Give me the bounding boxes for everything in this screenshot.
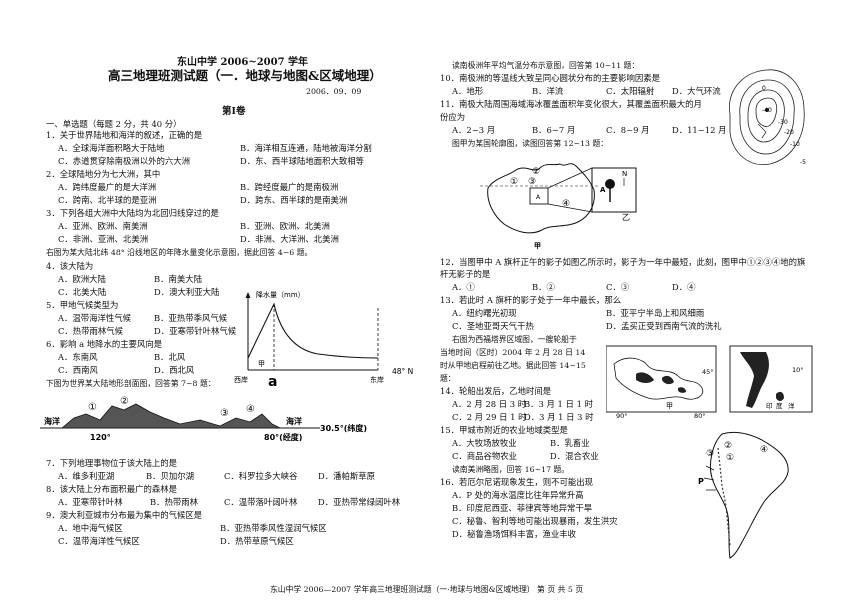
- isotherm-40: -40: [762, 107, 772, 114]
- map-yin: 印: [766, 402, 773, 410]
- date-line-maps: 45° 90° 80° 甲 10° 印 度 洋: [606, 345, 813, 420]
- map-deg-10: 10°: [792, 366, 804, 374]
- intro-16-17: 读南美洲略图，回答 16~17 题。: [452, 465, 570, 474]
- isotherm-0: 0: [762, 85, 766, 92]
- map-lon-90: 90°: [616, 412, 628, 420]
- intro-7-8: 下图为世界某大陆地形剖面图，回答第 7~8 题：: [46, 379, 216, 388]
- south-america-map: P ③ ① ④ ②: [698, 431, 789, 559]
- isotherm-30: -30: [778, 119, 788, 126]
- figure-yi-label: 乙: [622, 213, 630, 222]
- precip-lat-label: 48° N: [392, 367, 413, 376]
- isotherm-5: -5: [800, 159, 806, 166]
- precip-jia-label: 甲: [258, 360, 265, 368]
- precip-ylabel: 降水量（mm）: [256, 290, 305, 299]
- aus-marker-3: ③: [528, 177, 536, 187]
- part-title: 一、单选题（每题 2 分，共 40 分）: [46, 119, 182, 129]
- precip-west-label: 西岸: [234, 376, 248, 384]
- sa-marker-1: ①: [726, 453, 734, 463]
- map-yang: 洋: [788, 401, 795, 410]
- map-du: 度: [776, 401, 783, 410]
- map-deg-45: 45°: [702, 368, 714, 376]
- precip-a-label: a: [268, 374, 277, 390]
- australia-figure: A N 乙 甲 A ① ② ③ ④: [480, 163, 637, 250]
- school-header: 东山中学 2006~2007 学年: [177, 57, 309, 68]
- aus-marker-1: ①: [510, 177, 518, 187]
- australia-a-label: A: [536, 194, 541, 201]
- exam-date: 2006．09．09: [306, 87, 362, 96]
- profile-sea-right: 海洋: [286, 416, 302, 426]
- figure-jia-label: 甲: [534, 242, 541, 250]
- profile-marker-2: ②: [120, 396, 129, 407]
- aus-marker-4: ④: [562, 199, 570, 209]
- section-title: 第Ⅰ卷: [222, 106, 246, 117]
- profile-lon-120: 120°: [90, 433, 111, 442]
- aus-marker-2: ②: [532, 167, 540, 177]
- north-arrow: N: [622, 170, 627, 178]
- precipitation-figure: 降水量（mm） 甲 a 西岸 东岸 48° N: [234, 290, 413, 390]
- sa-marker-3: ③: [706, 449, 714, 459]
- flagpole-a-label: A: [600, 186, 606, 194]
- isotherm-10: -10: [790, 141, 800, 148]
- profile-marker-1: ①: [88, 402, 97, 413]
- page-title: 高三地理班测试题（一．地球与地图&区域地理）: [108, 68, 382, 83]
- terrain-profile-figure: 海洋 海洋 30.5°(纬度) 120° 80°(经度) ① ② ③ ④: [40, 396, 367, 442]
- antarctica-isotherm-map: -40 -30 -20 -10 -5 0: [728, 69, 806, 166]
- map-lon-80: 80°: [694, 412, 706, 420]
- precip-east-label: 东岸: [370, 375, 384, 384]
- profile-lon-80: 80°(经度): [264, 432, 302, 442]
- map-jia-label: 甲: [666, 402, 673, 410]
- page-footer: 东山中学 2006—2007 学年高三地理班测试题（一·地球与地图&区域地理） …: [270, 585, 584, 594]
- intro-4-6: 右图为某大陆北纬 48° 沿线地区的年降水量变化示意图，据此回答 4~6 题。: [46, 248, 313, 257]
- sa-marker-2: ②: [724, 441, 732, 451]
- isotherm-20: -20: [784, 129, 794, 136]
- intro-12-13: 图甲为某国轮廓图，读图回答第 12~13 题：: [452, 139, 609, 148]
- point-p-label: P: [698, 477, 704, 486]
- profile-lat-label: 30.5°(纬度): [320, 423, 367, 433]
- profile-marker-3: ③: [220, 408, 229, 419]
- intro-10-11: 读南极洲年平均气温分布示意图，回答第 10~11 题：: [452, 61, 640, 70]
- profile-marker-4: ④: [246, 404, 255, 415]
- profile-sea-left: 海洋: [44, 416, 60, 426]
- sa-marker-4: ④: [760, 445, 768, 455]
